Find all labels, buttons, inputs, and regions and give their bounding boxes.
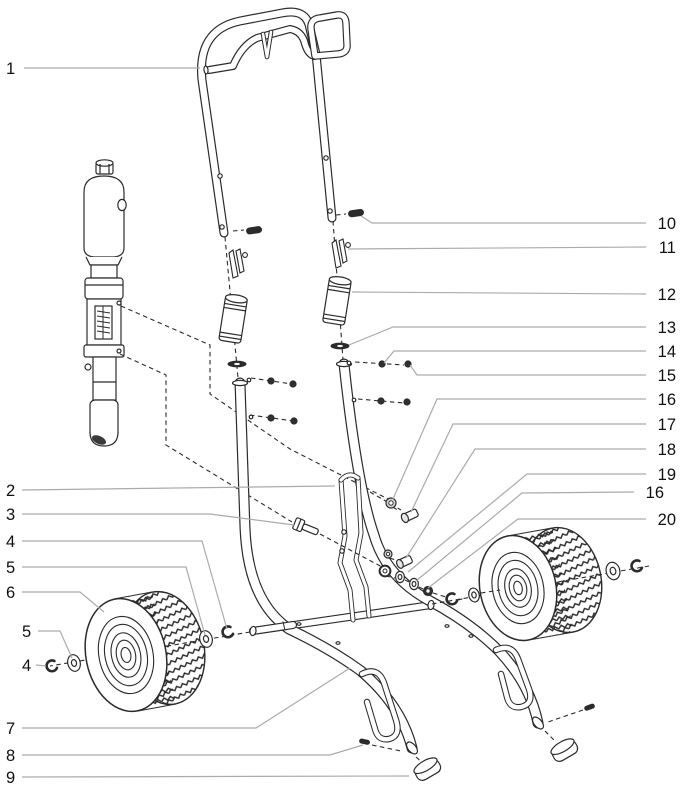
- callout-number-4: 4: [22, 657, 31, 675]
- leader-line-14: [383, 350, 646, 364]
- leader-line-8: [22, 744, 364, 756]
- leader-line-16: [392, 398, 646, 500]
- right-wheel-hub: [491, 551, 545, 625]
- foot-cap: [550, 738, 579, 762]
- wedge-clip: [331, 238, 351, 269]
- pump-spring: [96, 306, 111, 339]
- leader-line-19: [407, 473, 646, 573]
- axle-washer: [67, 654, 81, 672]
- leader-line-5: [38, 630, 73, 659]
- callout-number-15: 15: [658, 367, 676, 385]
- handle-assembly: [196, 7, 351, 238]
- hex-bolt: [395, 555, 413, 569]
- hex-bolt: [400, 508, 419, 524]
- leader-line-13: [348, 326, 646, 346]
- leader-line-12: [351, 291, 647, 295]
- leader-line-11: [347, 246, 647, 250]
- callout-number-16: 16: [658, 391, 676, 409]
- callout-number-1: 1: [6, 60, 15, 78]
- leader-line-3: [22, 513, 295, 526]
- foot-screw: [359, 738, 370, 745]
- handle-screw: [246, 226, 262, 235]
- right-wheel-hardware: [445, 559, 644, 606]
- pump-alignment-dashes: [119, 305, 389, 523]
- pail-bracket: [337, 472, 372, 623]
- bracket-bolt: [292, 517, 385, 569]
- upright-screw-pairs: [249, 360, 412, 425]
- callout-number-14: 14: [658, 343, 676, 361]
- callout-number-20: 20: [658, 511, 676, 529]
- retaining-ring: [221, 625, 235, 639]
- left-wheel-hub: [97, 615, 155, 695]
- left-wheel-hardware: [45, 625, 235, 673]
- flat-washer: [395, 570, 406, 584]
- cart-frame: [231, 358, 545, 755]
- leader-line-9: [21, 775, 410, 778]
- callout-number-17: 17: [658, 416, 676, 434]
- axle-washer: [468, 587, 480, 603]
- leader-line-16: [415, 491, 635, 582]
- leader-line-4: [35, 664, 47, 667]
- leader-line-10: [360, 215, 646, 224]
- leader-line-4: [22, 540, 228, 630]
- foot-screw: [584, 703, 595, 711]
- callout-number-13: 13: [658, 319, 676, 337]
- leader-line-6: [22, 591, 105, 613]
- callout-number-12: 12: [658, 286, 676, 304]
- callout-number-6: 6: [6, 584, 15, 602]
- callout-number-5: 5: [22, 623, 31, 641]
- left-axle-centerline: [49, 631, 251, 667]
- handle-screw: [348, 209, 364, 218]
- leader-line-18: [405, 448, 646, 559]
- wedge-clip: [228, 248, 248, 279]
- callout-number-18: 18: [658, 441, 676, 459]
- leader-line-5: [22, 566, 206, 636]
- leader-line-15: [409, 364, 646, 376]
- handle-sleeve: [322, 276, 352, 326]
- left-wheel: [84, 590, 206, 713]
- leader-line-7: [22, 667, 351, 729]
- callout-number-3: 3: [6, 506, 15, 524]
- axle-washer: [605, 561, 621, 581]
- retaining-ring: [445, 592, 459, 606]
- handle-exploded-fasteners: [218, 209, 364, 379]
- foot-caps: [359, 703, 595, 781]
- callout-number-11: 11: [659, 239, 676, 257]
- retaining-ring: [45, 659, 59, 673]
- callout-number-10: 10: [658, 215, 676, 233]
- callout-number-4: 4: [6, 533, 15, 551]
- pump-assembly: [83, 159, 127, 447]
- callout-number-8: 8: [6, 747, 15, 765]
- pump-foot-valve-tip: [91, 435, 107, 445]
- retaining-ring: [630, 559, 644, 573]
- callout-number-2: 2: [6, 482, 15, 500]
- handle-sleeve: [218, 294, 248, 344]
- foot-cap: [413, 757, 442, 781]
- callout-number-19: 19: [658, 466, 676, 484]
- callout-number-16: 16: [646, 484, 664, 502]
- callout-number-5: 5: [6, 559, 15, 577]
- callout-number-7: 7: [6, 720, 15, 738]
- leader-line-20: [427, 518, 646, 589]
- pump-side-port: [117, 198, 127, 212]
- leader-line-17: [410, 423, 646, 513]
- leader-line-2: [21, 485, 336, 491]
- callout-number-9: 9: [6, 769, 15, 787]
- right-wheel: [478, 526, 603, 642]
